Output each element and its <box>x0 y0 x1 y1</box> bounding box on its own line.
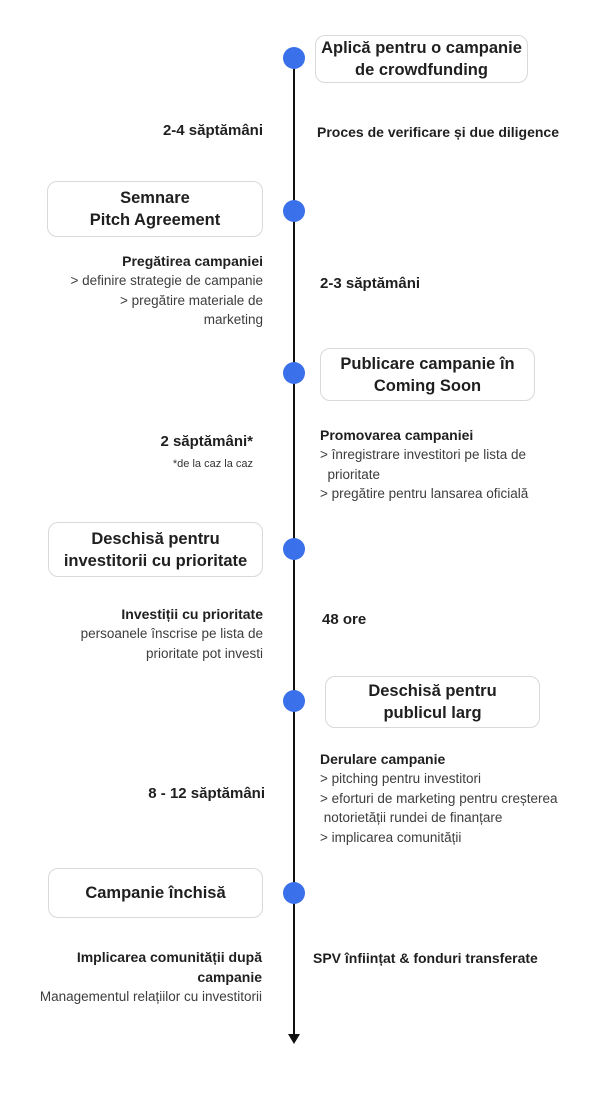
activity-title: Pregătirea campaniei <box>122 253 263 269</box>
activity-title: Investiții cu prioritate <box>121 606 263 622</box>
milestone-label: Campanie închisă <box>85 884 226 902</box>
annotation-pregatirea-campaniei: Pregătirea campaniei > definire strategi… <box>71 251 264 330</box>
milestone-label: Publicare campanie în Coming Soon <box>340 354 515 395</box>
annotation-durata-promovare: 2 săptămâni* *de la caz la caz <box>160 433 253 471</box>
arrow-down-icon <box>288 1034 300 1044</box>
milestone-label: Semnare Pitch Agreement <box>89 189 221 229</box>
milestone-box-campanie-inchisa: Campanie închisă <box>48 868 263 918</box>
annotation-durata-derulare: 8 - 12 săptămâni <box>148 785 265 803</box>
milestone-label: Deschisă pentru publicul larg <box>368 682 497 722</box>
timeline-dot-2 <box>283 200 305 222</box>
timeline-dot-4 <box>283 538 305 560</box>
annotation-proces-verificare: Proces de verificare și due diligence <box>317 122 559 142</box>
timeline-dot-5 <box>283 690 305 712</box>
duration-label: 8 - 12 săptămâni <box>148 785 265 802</box>
activity-lines: > definire strategie de campanie > pregă… <box>70 273 264 327</box>
annotation-promovarea-campaniei: Promovarea campaniei > înregistrare inve… <box>320 425 528 504</box>
duration-label: 2-4 săptămâni <box>162 122 263 139</box>
status-label: SPV înființat & fonduri transferate <box>313 950 538 966</box>
milestone-box-semnare-pitch: Semnare Pitch Agreement <box>47 181 263 237</box>
activity-lines: > înregistrare investitori pe lista de p… <box>320 447 529 501</box>
annotation-durata-48-ore: 48 ore <box>322 611 366 629</box>
activity-title: Promovarea campaniei <box>320 427 474 443</box>
milestone-label: Aplică pentru o campanie de crowdfunding <box>321 39 522 79</box>
timeline-dot-1 <box>283 47 305 69</box>
timeline-dot-6 <box>283 882 305 904</box>
milestone-box-deschisa-public: Deschisă pentru publicul larg <box>325 676 540 728</box>
activity-lines: > pitching pentru investitori > eforturi… <box>320 771 558 845</box>
annotation-durata-verificare: 2-4 săptămâni <box>163 122 263 140</box>
annotation-derulare-campanie: Derulare campanie > pitching pentru inve… <box>320 749 558 847</box>
milestone-box-publicare-coming-soon: Publicare campanie în Coming Soon <box>320 348 535 401</box>
duration-label: 2-3 săptămâni <box>320 275 421 292</box>
milestone-box-aplica-campanie: Aplică pentru o campanie de crowdfunding <box>315 35 528 83</box>
annotation-spv-fonduri: SPV înființat & fonduri transferate <box>313 948 538 968</box>
duration-label: 2 săptămâni* <box>160 433 253 450</box>
activity-lines: Managementul relațiilor cu investitorii <box>39 989 262 1004</box>
activity-title: Derulare campanie <box>320 751 446 767</box>
duration-label: 48 ore <box>322 611 367 628</box>
activity-lines: persoanele înscrise pe lista de priorita… <box>80 626 263 661</box>
duration-note: *de la caz la caz <box>172 458 253 470</box>
milestone-label: Deschisă pentru investitorii cu priorita… <box>63 529 248 570</box>
annotation-durata-pregatire: 2-3 săptămâni <box>320 275 420 293</box>
timeline-dot-3 <box>283 362 305 384</box>
activity-title: Proces de verificare și due diligence <box>317 124 559 140</box>
annotation-implicare-comunitate: Implicarea comunității după campanie Man… <box>40 947 262 1007</box>
milestone-box-deschisa-prioritate: Deschisă pentru investitorii cu priorita… <box>48 522 263 577</box>
activity-title: Implicarea comunității după campanie <box>76 949 262 985</box>
annotation-investitii-prioritate: Investiții cu prioritate persoanele însc… <box>81 604 263 663</box>
